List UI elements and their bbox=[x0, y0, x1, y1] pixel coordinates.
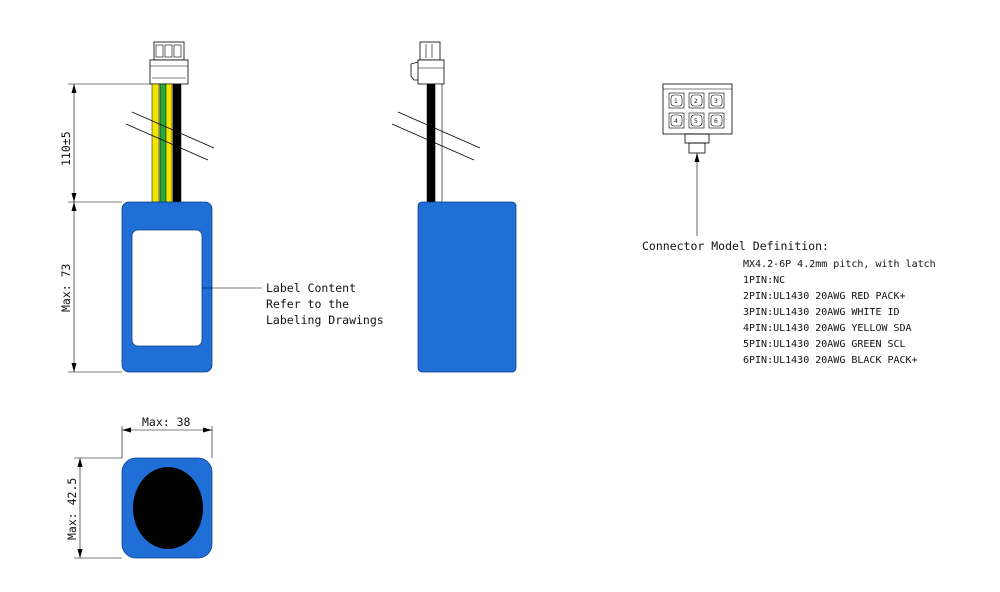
front-view: 110±5 Max: 73 Label Content Refer to the… bbox=[59, 41, 384, 373]
dim-width: Max: 38 bbox=[121, 415, 213, 458]
definition-line-pin6: 6PIN:UL1430 20AWG BLACK PACK+ bbox=[743, 355, 918, 366]
svg-text:5: 5 bbox=[694, 118, 698, 125]
dim-height-label: Max: 73 bbox=[59, 263, 73, 312]
bottom-cell-end bbox=[133, 467, 203, 549]
connector-detail: 1 2 3 4 5 6 bbox=[662, 83, 733, 236]
front-wires bbox=[151, 83, 182, 203]
definition-line-pin5: 5PIN:UL1430 20AWG GREEN SCL bbox=[743, 339, 906, 350]
connector-pin-6: 6 bbox=[708, 112, 725, 129]
connector-pin-5: 5 bbox=[688, 112, 705, 129]
svg-text:1: 1 bbox=[674, 98, 678, 105]
definition-line-pin3: 3PIN:UL1430 20AWG WHITE ID bbox=[743, 307, 900, 318]
definition-line-pin2: 2PIN:UL1430 20AWG RED PACK+ bbox=[743, 291, 906, 302]
label-callout-line-3: Labeling Drawings bbox=[266, 313, 384, 327]
dim-height: Max: 73 bbox=[59, 202, 122, 373]
dim-depth: Max: 42.5 bbox=[65, 457, 122, 559]
svg-text:6: 6 bbox=[714, 118, 718, 125]
front-pack-body bbox=[121, 201, 213, 373]
bottom-view: Max: 38 Max: 42.5 bbox=[65, 415, 213, 559]
dim-cable-length: 110±5 bbox=[59, 83, 150, 203]
connector-definition: Connector Model Definition: MX4.2-6P 4.2… bbox=[642, 239, 936, 366]
svg-text:4: 4 bbox=[674, 118, 678, 125]
dim-cable-length-label: 110±5 bbox=[59, 131, 73, 166]
definition-line-pin1: 1PIN:NC bbox=[743, 275, 785, 286]
label-callout-line-1: Label Content bbox=[266, 281, 356, 295]
svg-text:2: 2 bbox=[694, 98, 698, 105]
definition-line-model: MX4.2-6P 4.2mm pitch, with latch bbox=[743, 259, 936, 270]
connector-pin-3: 3 bbox=[708, 92, 725, 109]
dim-depth-label: Max: 42.5 bbox=[65, 478, 79, 540]
side-pack-body bbox=[417, 201, 517, 373]
front-break-lines bbox=[125, 111, 215, 161]
front-connector bbox=[149, 41, 189, 85]
definition-line-pin4: 4PIN:UL1430 20AWG YELLOW SDA bbox=[743, 323, 912, 334]
connector-pin-4: 4 bbox=[668, 112, 685, 129]
label-callout-line-2: Refer to the bbox=[266, 297, 349, 311]
svg-text:3: 3 bbox=[714, 98, 718, 105]
label-callout: Label Content Refer to the Labeling Draw… bbox=[202, 281, 384, 327]
side-view bbox=[391, 41, 517, 373]
side-break-lines bbox=[391, 111, 481, 161]
side-connector bbox=[410, 41, 445, 85]
connector-pin-2: 2 bbox=[688, 92, 705, 109]
definition-title: Connector Model Definition: bbox=[642, 239, 829, 253]
dim-width-label: Max: 38 bbox=[142, 415, 191, 429]
connector-leader-arrow bbox=[694, 153, 700, 236]
connector-pin-1: 1 bbox=[668, 92, 685, 109]
